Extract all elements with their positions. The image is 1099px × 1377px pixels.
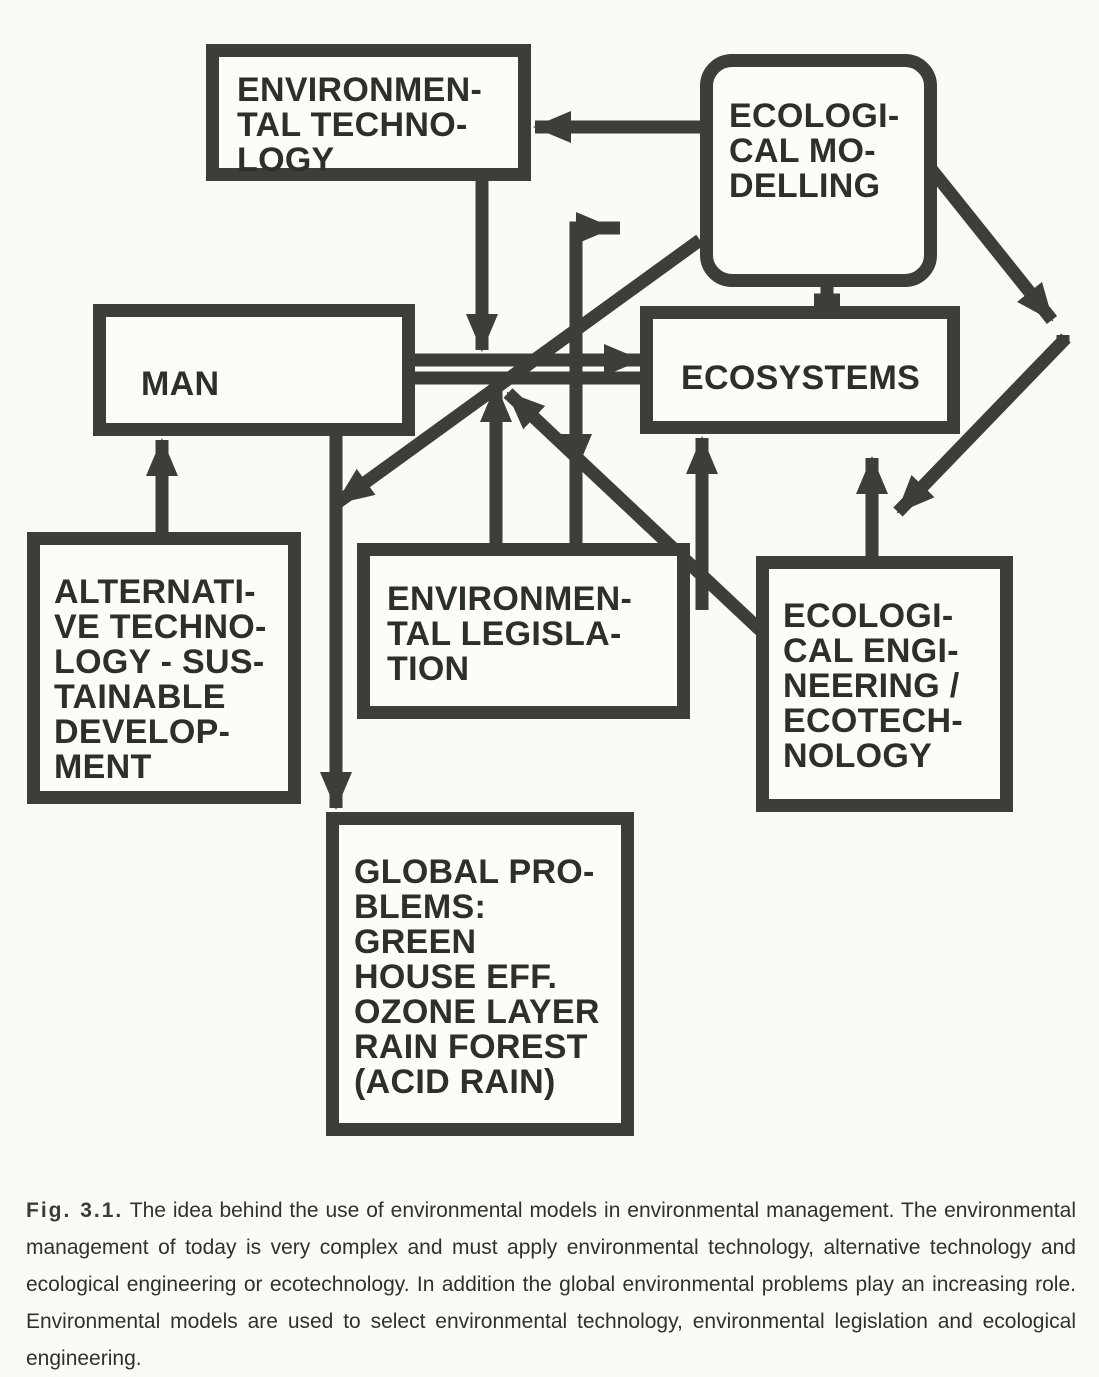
ecological-engineering-label: ECOLOGI- CAL ENGI- NEERING / ECOTECH- NO… <box>783 597 963 775</box>
alternative-technology-box: ALTERNATI- VE TECHNO- LOGY - SUS- TAINAB… <box>27 532 301 804</box>
alternative-technology-label: ALTERNATI- VE TECHNO- LOGY - SUS- TAINAB… <box>54 573 267 786</box>
ecological-engineering-box: ECOLOGI- CAL ENGI- NEERING / ECOTECH- NO… <box>756 556 1013 812</box>
ecological-modelling-box: ECOLOGI- CAL MO- DELLING <box>700 54 937 287</box>
man-label: MAN <box>141 365 220 403</box>
ecosystems-label: ECOSYSTEMS <box>681 359 921 397</box>
arrow-ecomod-to-right <box>926 165 1058 325</box>
arrow-right-to-ecoeng <box>893 333 1071 517</box>
man-box: MAN <box>93 304 415 436</box>
global-problems-label: GLOBAL PRO- BLEMS: GREEN HOUSE EFF. OZON… <box>354 853 600 1101</box>
ecological-modelling-label: ECOLOGI- CAL MO- DELLING <box>729 97 900 205</box>
ecosystems-box: ECOSYSTEMS <box>640 306 960 434</box>
global-problems-box: GLOBAL PRO- BLEMS: GREEN HOUSE EFF. OZON… <box>326 812 634 1136</box>
environmental-legislation-box: ENVIRONMEN- TAL LEGISLA- TION <box>357 543 690 719</box>
figure-caption: Fig. 3.1. The idea behind the use of env… <box>26 1192 1076 1377</box>
environmental-technology-box: ENVIRONMEN- TAL TECHNO- LOGY <box>206 44 531 181</box>
figure-label: Fig. 3.1. <box>26 1199 124 1222</box>
arrow-ecoeng-to-centre <box>503 388 765 635</box>
diagram-connectors <box>146 111 1071 810</box>
arrow-ecomod-to-man <box>333 234 704 509</box>
environmental-legislation-label: ENVIRONMEN- TAL LEGISLA- TION <box>387 580 633 688</box>
environmental-technology-label: ENVIRONMEN- TAL TECHNO- LOGY <box>237 71 483 179</box>
arrow-ecomod-down-to-envleg <box>560 221 620 472</box>
figure-caption-text: The idea behind the use of environmental… <box>26 1199 1076 1370</box>
